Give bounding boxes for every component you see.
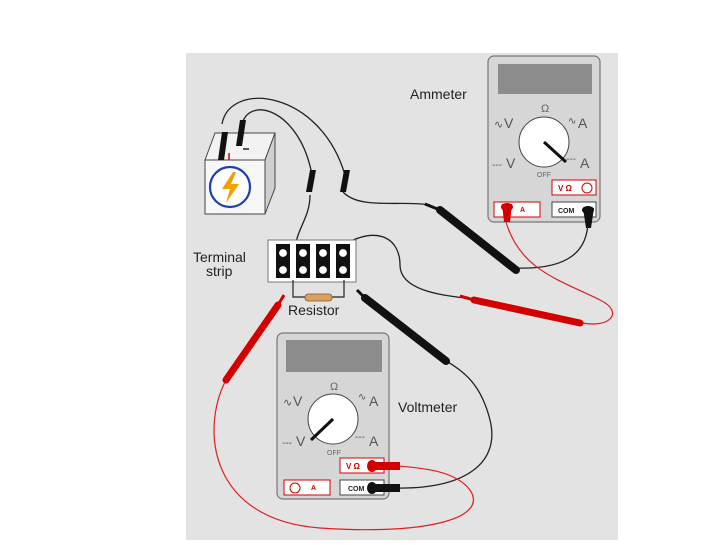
alligator-clip-2 bbox=[340, 170, 350, 192]
clip-to-ammeter-probe-wire bbox=[342, 191, 431, 206]
voltmeter-label: Voltmeter bbox=[398, 399, 457, 415]
clip-to-strip-wire bbox=[295, 194, 311, 243]
voltmeter-red-wire bbox=[213, 379, 474, 531]
resistor-label: Resistor bbox=[288, 302, 340, 318]
ammeter: Ω ∿ V ∿ A --- V --- A OFF V Ω A COM Amme… bbox=[410, 55, 601, 228]
alligator-clip-1 bbox=[306, 170, 316, 192]
ammeter-red-wire bbox=[505, 221, 613, 325]
voltmeter: Ω ∿ V ∿ A --- V --- A OFF V Ω A COM Volt… bbox=[276, 332, 457, 500]
ammeter-vohm-jack-label: V Ω bbox=[558, 184, 573, 193]
ammeter-label: Ammeter bbox=[410, 86, 467, 102]
voltmeter-com-wire bbox=[391, 359, 493, 489]
ammeter-dc-volts-mark: V bbox=[506, 155, 516, 171]
ammeter-ac-volts-mark: V bbox=[504, 115, 514, 131]
strip-to-red-probe-wire bbox=[344, 234, 466, 299]
voltmeter-com-jack-label: COM bbox=[348, 486, 365, 493]
battery-clip-2 bbox=[236, 120, 246, 146]
terminal-strip-label: Terminal bbox=[193, 249, 246, 265]
ammeter-a-jack-label: A bbox=[520, 207, 525, 214]
ammeter-dc-dash-left: --- bbox=[492, 160, 502, 171]
ammeter-dial-pointer bbox=[542, 140, 568, 164]
ammeter-display bbox=[498, 64, 592, 94]
battery bbox=[204, 120, 276, 215]
battery-lead-wire-2 bbox=[241, 109, 313, 176]
resistor: Resistor bbox=[288, 280, 345, 318]
voltmeter-ac-volts-mark: V bbox=[293, 393, 303, 409]
voltmeter-dc-volts-mark: V bbox=[296, 433, 306, 449]
ammeter-ac-amps-mark: A bbox=[578, 115, 588, 131]
voltmeter-vohm-jack-label: V Ω bbox=[346, 462, 361, 471]
voltmeter-black-plug[interactable] bbox=[370, 484, 400, 492]
voltmeter-off-mark: OFF bbox=[327, 450, 341, 457]
terminal-strip-label-line2: strip bbox=[206, 263, 233, 279]
ammeter-dc-dash-right: --- bbox=[566, 154, 576, 165]
ammeter-com-jack-label: COM bbox=[558, 208, 575, 215]
voltmeter-display bbox=[286, 340, 382, 372]
voltmeter-dc-dash-right: --- bbox=[355, 432, 365, 443]
voltmeter-dc-amps-mark: A bbox=[369, 433, 379, 449]
voltmeter-ac-wave-left: ∿ bbox=[283, 397, 292, 409]
ammeter-off-mark: OFF bbox=[537, 172, 551, 179]
voltmeter-red-plug[interactable] bbox=[370, 462, 400, 470]
voltmeter-a-jack[interactable] bbox=[289, 482, 301, 494]
voltmeter-ohm-mark: Ω bbox=[330, 381, 338, 393]
battery-lead-wire-1 bbox=[221, 97, 346, 176]
voltmeter-a-jack-label: A bbox=[311, 485, 316, 492]
ammeter-ohm-mark: Ω bbox=[541, 103, 549, 115]
voltmeter-black-probe[interactable] bbox=[355, 288, 450, 365]
ammeter-ac-wave-left: ∿ bbox=[494, 119, 503, 131]
ammeter-dc-amps-mark: A bbox=[580, 155, 590, 171]
wires bbox=[221, 97, 589, 489]
red-wires bbox=[213, 221, 613, 531]
lightning-bolt-icon bbox=[222, 172, 239, 203]
ammeter-ac-wave-right: ∿ bbox=[568, 116, 576, 127]
ammeter-vohm-jack[interactable] bbox=[581, 182, 593, 194]
battery-clip-1 bbox=[218, 132, 228, 160]
voltmeter-dial-pointer bbox=[309, 417, 335, 442]
ammeter-black-probe[interactable] bbox=[424, 202, 520, 274]
voltmeter-red-probe[interactable] bbox=[222, 294, 286, 384]
ammeter-com-wire bbox=[514, 219, 589, 269]
terminal-strip: Terminal strip bbox=[193, 239, 357, 283]
voltmeter-dc-dash-left: --- bbox=[282, 438, 292, 449]
ammeter-red-probe[interactable] bbox=[459, 294, 584, 327]
voltmeter-ac-wave-right: ∿ bbox=[358, 392, 366, 403]
voltmeter-ac-amps-mark: A bbox=[369, 393, 379, 409]
